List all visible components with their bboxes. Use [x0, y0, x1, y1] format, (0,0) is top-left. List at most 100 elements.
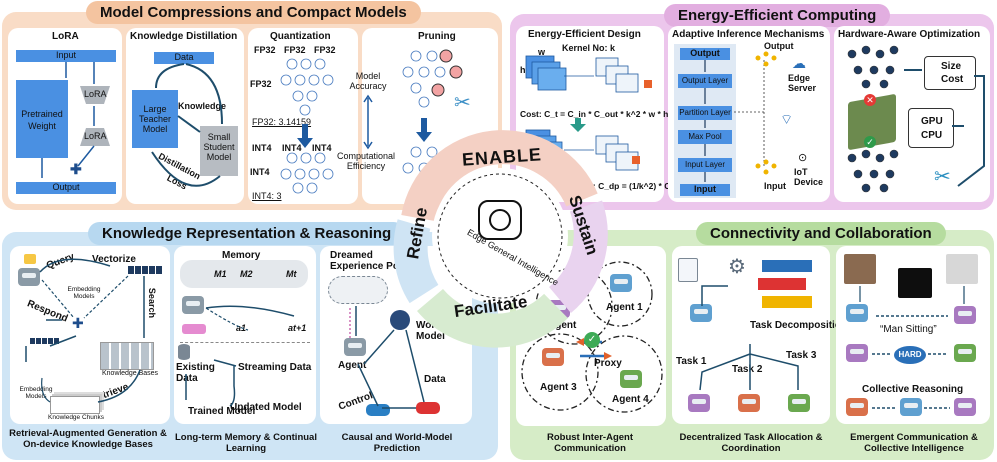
- robot-icon: [18, 268, 40, 286]
- robot-icon-agent3: [542, 348, 564, 366]
- edge-server-label: Edge Server: [788, 73, 817, 93]
- sketch-thumbnail: [946, 254, 978, 284]
- task-bar-3: [762, 296, 812, 308]
- cost-standard: Cost: C_t = C_in * C_out * k^2 * w * h: [520, 109, 669, 119]
- shield-icon: ✓: [584, 332, 600, 348]
- clipboard-icon: [678, 258, 698, 282]
- check-icon: ✓: [864, 136, 876, 148]
- compression-title: Model Compressions and Compact Models: [86, 1, 421, 24]
- chat-bubble-icon: [24, 254, 36, 264]
- hardware-network: [847, 45, 985, 193]
- knowledge-title: Knowledge Representation & Reasoning: [88, 222, 406, 245]
- memory-divider: [180, 342, 310, 343]
- lora-title: LoRA: [52, 31, 79, 42]
- h-label: h: [520, 65, 526, 75]
- task-decomp: Task Decomposition: [750, 320, 848, 331]
- world-agent: Agent: [338, 360, 367, 371]
- drawing-thumbnail: [898, 268, 932, 298]
- rag-caption: Retrieval-Augmented Generation & On-devi…: [9, 428, 167, 451]
- updated-model: Updated Model: [230, 402, 302, 413]
- pruning-network: [363, 49, 463, 190]
- decentral-panel: ⚙ Task Decomposition Task 1 Task 2 Task …: [672, 246, 847, 424]
- kd-teacher: Large Teacher Model: [132, 90, 178, 148]
- plus-icon: ✚: [70, 161, 82, 177]
- at-label: at+1: [288, 323, 307, 333]
- int4-value: INT4: 3: [252, 191, 282, 201]
- cpu-label: CPU: [921, 130, 943, 141]
- kd-data: Data: [154, 52, 214, 64]
- iot-input-label: Input: [764, 181, 786, 191]
- task2-label: Task 2: [732, 364, 763, 375]
- rag-kb: Knowledge Bases: [102, 370, 159, 377]
- robot-icon-collab1: [846, 344, 868, 362]
- rag-chunks: Knowledge Chunks: [48, 414, 105, 421]
- car-icon-2: [416, 402, 440, 414]
- robot-icon-collab5: [954, 398, 976, 416]
- rag-embed2: Embedding Models: [19, 386, 53, 401]
- robot-icon-planner: [690, 304, 712, 322]
- adaptive-output: Output: [680, 48, 730, 60]
- vector-icon-2: [30, 338, 60, 344]
- car-icon-1: [366, 404, 390, 416]
- robot-icon-task2: [738, 394, 760, 412]
- robust-proxy: Proxy: [594, 358, 622, 369]
- lora-panel: LoRA Input Pretrained Weight LoRA LoRA ✚…: [8, 28, 122, 204]
- lora-label-1: LoRA: [84, 89, 107, 99]
- robust-agent4: Agent 4: [612, 394, 649, 405]
- emergent-arrows: [859, 286, 965, 409]
- photo-thumbnail: [844, 254, 876, 284]
- robot-icon-collab2: [954, 344, 976, 362]
- quant-panel: Quantization FP32 FP32 FP32 FP32 FP32: 3…: [248, 28, 358, 204]
- partition-layer: Partition Layer: [678, 106, 732, 120]
- energy-title: Energy-Efficient Computing: [664, 4, 891, 27]
- world-caption: Causal and World-Model Prediction: [341, 432, 453, 455]
- size-cost-box: Size Cost: [924, 56, 976, 90]
- robust-agent1: Agent 1: [606, 302, 643, 313]
- robust-agent3: Agent 3: [540, 382, 577, 393]
- lora-label-2: LoRA: [84, 131, 107, 141]
- model-accuracy-label: Model Accuracy: [349, 71, 387, 91]
- task1-label: Task 1: [676, 356, 707, 367]
- robot-icon-collab3: [846, 398, 868, 416]
- mt-label: Mt: [286, 269, 297, 279]
- task3-label: Task 3: [786, 350, 817, 361]
- edge-output-label: Output: [764, 41, 794, 51]
- robot-icon-agent1: [610, 274, 632, 292]
- kd-title: Knowledge Distillation: [130, 31, 238, 42]
- connectivity-title: Connectivity and Collaboration: [696, 222, 946, 245]
- chunks-icon: [50, 396, 100, 414]
- plus-icon-rag: ✚: [72, 315, 84, 331]
- robot-icon-receiver: [954, 306, 976, 324]
- quant-title: Quantization: [270, 31, 331, 42]
- lora-a-block: [80, 86, 110, 104]
- cloud-pool-icon: [328, 276, 388, 304]
- database-icon-memory: [178, 344, 190, 360]
- globe-icon: [390, 310, 410, 330]
- streaming-data: Streaming Data: [238, 362, 312, 373]
- robot-icon-task1: [688, 394, 710, 412]
- gear-icon: ⚙: [728, 256, 746, 278]
- cloud-icon: ☁: [792, 55, 806, 71]
- decentral-caption: Decentralized Task Allocation & Coordina…: [679, 432, 823, 455]
- rag-vectorize: Vectorize: [92, 254, 136, 265]
- task-bar-2: [758, 278, 806, 290]
- action-icon: [182, 324, 206, 334]
- lora-arrows: [41, 62, 95, 178]
- kd-arrows: [151, 63, 223, 187]
- adaptive-input: Input: [680, 184, 730, 196]
- int4-label-3: INT4: [312, 143, 332, 153]
- lora-pretrained-weight: Pretrained Weight: [16, 80, 68, 158]
- kd-student: Small Student Model: [200, 126, 238, 176]
- adaptive-title: Adaptive Inference Mechanisms: [672, 29, 825, 40]
- memory-caption: Long-term Memory & Continual Learning: [175, 432, 317, 455]
- quant-network: [280, 58, 334, 194]
- memory-bank: [180, 260, 308, 288]
- lora-output: Output: [16, 182, 116, 194]
- vector-icon: [128, 266, 162, 274]
- fp32-label-3: FP32: [314, 45, 336, 55]
- energy-design-panel: Energy-Efficient Design Kernel No: k w h…: [516, 26, 678, 202]
- world-arrows: [349, 306, 425, 409]
- world-data: Data: [424, 374, 446, 385]
- robot-icon-sender: [846, 304, 868, 322]
- max-pool-layer: Max Pool: [678, 130, 732, 144]
